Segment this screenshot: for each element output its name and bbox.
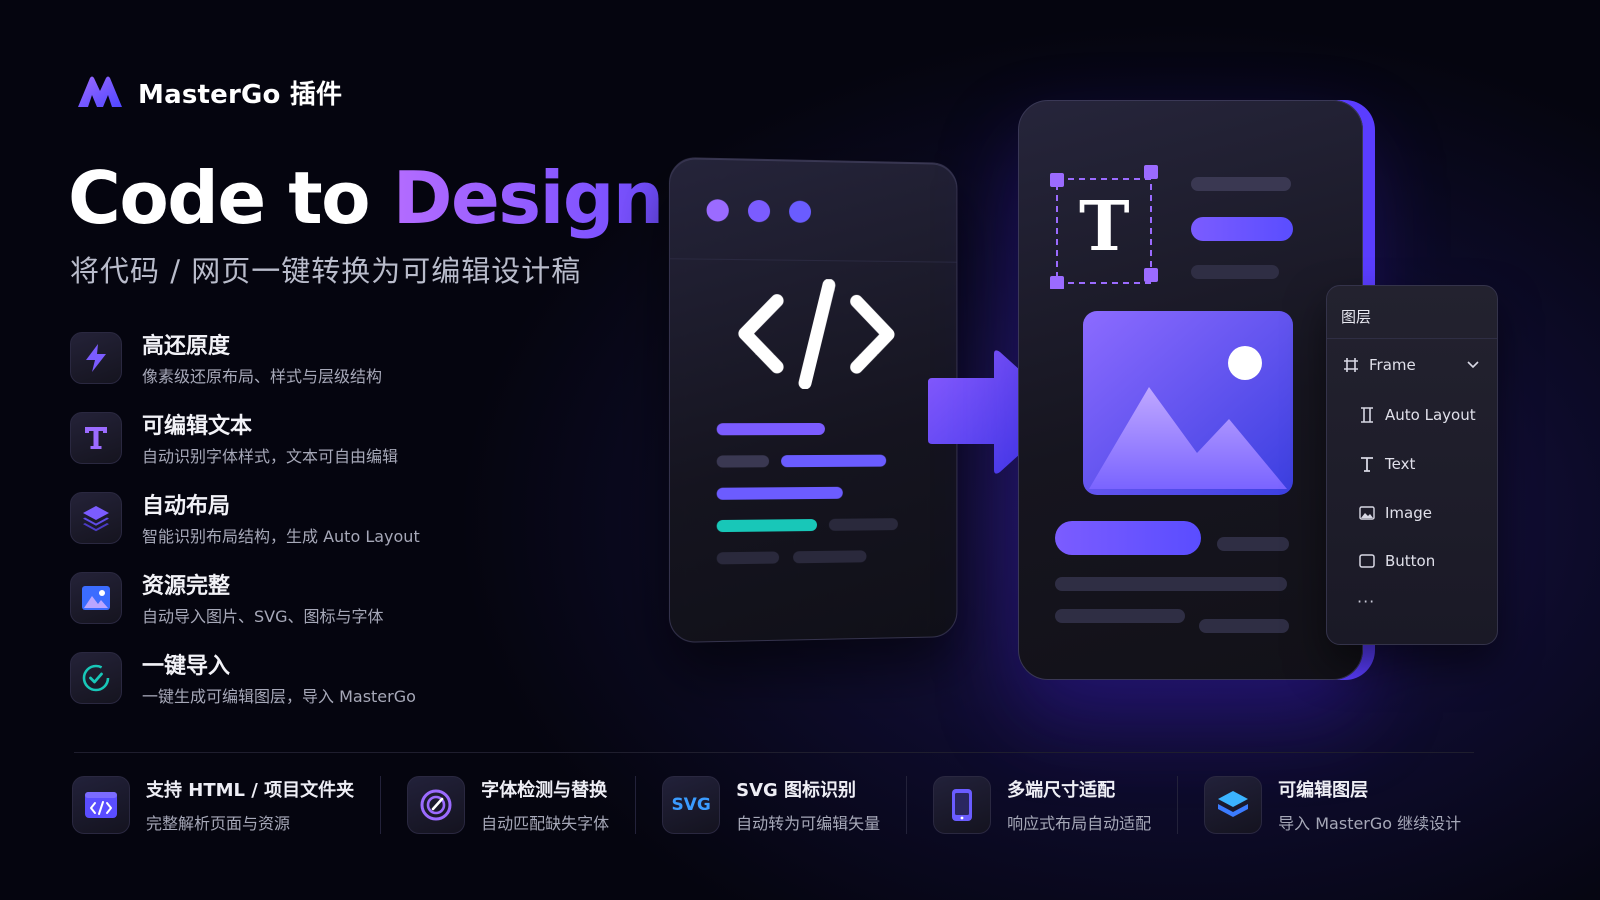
placeholder-bar bbox=[1191, 265, 1279, 279]
code-lines bbox=[716, 422, 898, 565]
bottom-separator bbox=[906, 776, 908, 834]
feature-item: 资源完整 自动导入图片、SVG、图标与字体 bbox=[70, 572, 630, 652]
brand: MasterGo 插件 bbox=[76, 70, 342, 114]
bottom-feature-desc: 完整解析页面与资源 bbox=[146, 814, 291, 833]
bottom-feature-desc: 自动转为可编辑矢量 bbox=[736, 814, 881, 833]
feature-title: 一键导入 bbox=[142, 654, 231, 679]
layer-row-frame[interactable]: Frame bbox=[1343, 356, 1416, 374]
layer-label: Auto Layout bbox=[1385, 406, 1476, 424]
layer-row-text[interactable]: Text bbox=[1359, 455, 1415, 473]
layer-row-button[interactable]: Button bbox=[1359, 552, 1435, 570]
feature-list: 高还原度 像素级还原布局、样式与层级结构 可编辑文本 自动识别字体样式，文本可自… bbox=[70, 332, 630, 732]
feature-desc: 自动识别字体样式，文本可自由编辑 bbox=[142, 447, 399, 466]
image-icon bbox=[70, 572, 122, 624]
layers-panel-divider bbox=[1327, 338, 1497, 339]
code-window bbox=[668, 156, 958, 644]
layer-label: Image bbox=[1385, 504, 1432, 522]
feature-desc: 智能识别布局结构，生成 Auto Layout bbox=[142, 527, 420, 546]
feature-title: 高还原度 bbox=[142, 334, 231, 359]
window-dot bbox=[747, 199, 771, 223]
code-file-icon bbox=[72, 776, 130, 834]
feature-title: 资源完整 bbox=[142, 574, 231, 599]
section-divider bbox=[74, 752, 1474, 753]
layer-row-auto-layout[interactable]: Auto Layout bbox=[1359, 406, 1476, 424]
bottom-separator bbox=[635, 776, 637, 834]
bottom-feature-title: 支持 HTML / 项目文件夹 bbox=[146, 780, 355, 801]
text-selection-box bbox=[1050, 165, 1158, 289]
window-topbar bbox=[669, 157, 957, 263]
auto-layout-icon bbox=[1361, 407, 1373, 423]
feature-desc: 自动导入图片、SVG、图标与字体 bbox=[142, 607, 384, 626]
feature-item: 自动布局 智能识别布局结构，生成 Auto Layout bbox=[70, 492, 630, 572]
placeholder-bar bbox=[1217, 537, 1289, 551]
placeholder-bar bbox=[1191, 177, 1291, 191]
layers-icon bbox=[70, 492, 122, 544]
bottom-feature-item: 字体检测与替换 自动匹配缺失字体 bbox=[407, 776, 635, 834]
svg-icon: SVG bbox=[662, 776, 721, 834]
placeholder-bar bbox=[1055, 577, 1287, 591]
layers-panel-title: 图层 bbox=[1341, 308, 1372, 326]
layers-panel: 图层 Frame Auto Layout Text Image Button bbox=[1326, 285, 1498, 645]
hero-title: Code to Design bbox=[68, 150, 664, 246]
text-icon bbox=[70, 412, 122, 464]
stack-icon bbox=[1204, 776, 1263, 834]
layer-label: Frame bbox=[1369, 356, 1416, 374]
bottom-feature-bar: 支持 HTML / 项目文件夹 完整解析页面与资源 字体检测与替换 自动匹配缺失… bbox=[72, 775, 1532, 835]
feature-item: 高还原度 像素级还原布局、样式与层级结构 bbox=[70, 332, 630, 412]
feature-desc: 像素级还原布局、样式与层级结构 bbox=[142, 367, 383, 386]
hero-title-main: Code to bbox=[68, 156, 393, 240]
image-layer-icon bbox=[1359, 506, 1375, 520]
bottom-feature-item: 可编辑图层 导入 MasterGo 继续设计 bbox=[1204, 776, 1487, 834]
check-circle-icon bbox=[70, 652, 122, 704]
layer-label: Button bbox=[1385, 552, 1436, 570]
lightning-icon bbox=[70, 332, 122, 384]
window-dot bbox=[789, 200, 812, 223]
more-layers[interactable]: ··· bbox=[1357, 592, 1376, 611]
code-symbol-icon bbox=[737, 278, 896, 389]
bottom-feature-item: 支持 HTML / 项目文件夹 完整解析页面与资源 bbox=[72, 776, 380, 834]
font-detect-icon bbox=[407, 776, 466, 834]
bottom-separator bbox=[380, 776, 382, 834]
mastergo-logo-icon bbox=[78, 76, 122, 107]
feature-title: 自动布局 bbox=[142, 494, 231, 519]
bottom-feature-desc: 导入 MasterGo 继续设计 bbox=[1278, 814, 1462, 833]
frame-icon bbox=[1344, 358, 1358, 372]
highlight-bar bbox=[1191, 217, 1293, 241]
mobile-icon bbox=[933, 776, 992, 834]
window-dot bbox=[706, 199, 729, 222]
text-glyph: T bbox=[1079, 187, 1130, 267]
hero-title-accent: Design bbox=[392, 156, 664, 240]
feature-item: 可编辑文本 自动识别字体样式，文本可自由编辑 bbox=[70, 412, 630, 492]
feature-title: 可编辑文本 bbox=[142, 414, 253, 439]
image-placeholder-icon bbox=[1083, 311, 1293, 495]
button-layer-icon bbox=[1359, 554, 1375, 568]
button-shape bbox=[1055, 521, 1201, 555]
svg-icon-text: SVG bbox=[671, 795, 711, 815]
bottom-feature-title: 多端尺寸适配 bbox=[1007, 780, 1116, 801]
layer-label: Text bbox=[1385, 455, 1416, 473]
brand-name: MasterGo 插件 bbox=[138, 79, 343, 110]
feature-item: 一键导入 一键生成可编辑图层，导入 MasterGo bbox=[70, 652, 630, 732]
design-board: T bbox=[1018, 100, 1363, 680]
chevron-down-icon[interactable] bbox=[1467, 360, 1479, 370]
bottom-feature-desc: 响应式布局自动适配 bbox=[1007, 814, 1152, 833]
bottom-feature-item: 多端尺寸适配 响应式布局自动适配 bbox=[933, 776, 1177, 834]
layer-row-image[interactable]: Image bbox=[1359, 504, 1432, 522]
hero-subtitle: 将代码 / 网页一键转换为可编辑设计稿 bbox=[70, 254, 582, 288]
bottom-separator bbox=[1177, 776, 1179, 834]
text-layer-icon bbox=[1361, 457, 1373, 472]
bottom-feature-title: 可编辑图层 bbox=[1278, 780, 1369, 801]
bottom-feature-title: 字体检测与替换 bbox=[481, 780, 608, 801]
bottom-feature-title: SVG 图标识别 bbox=[736, 780, 857, 801]
bottom-feature-desc: 自动匹配缺失字体 bbox=[481, 814, 610, 833]
bottom-feature-item: SVG SVG 图标识别 自动转为可编辑矢量 bbox=[662, 776, 906, 834]
placeholder-bar bbox=[1199, 619, 1289, 633]
placeholder-bar bbox=[1055, 609, 1185, 623]
feature-desc: 一键生成可编辑图层，导入 MasterGo bbox=[142, 687, 416, 706]
